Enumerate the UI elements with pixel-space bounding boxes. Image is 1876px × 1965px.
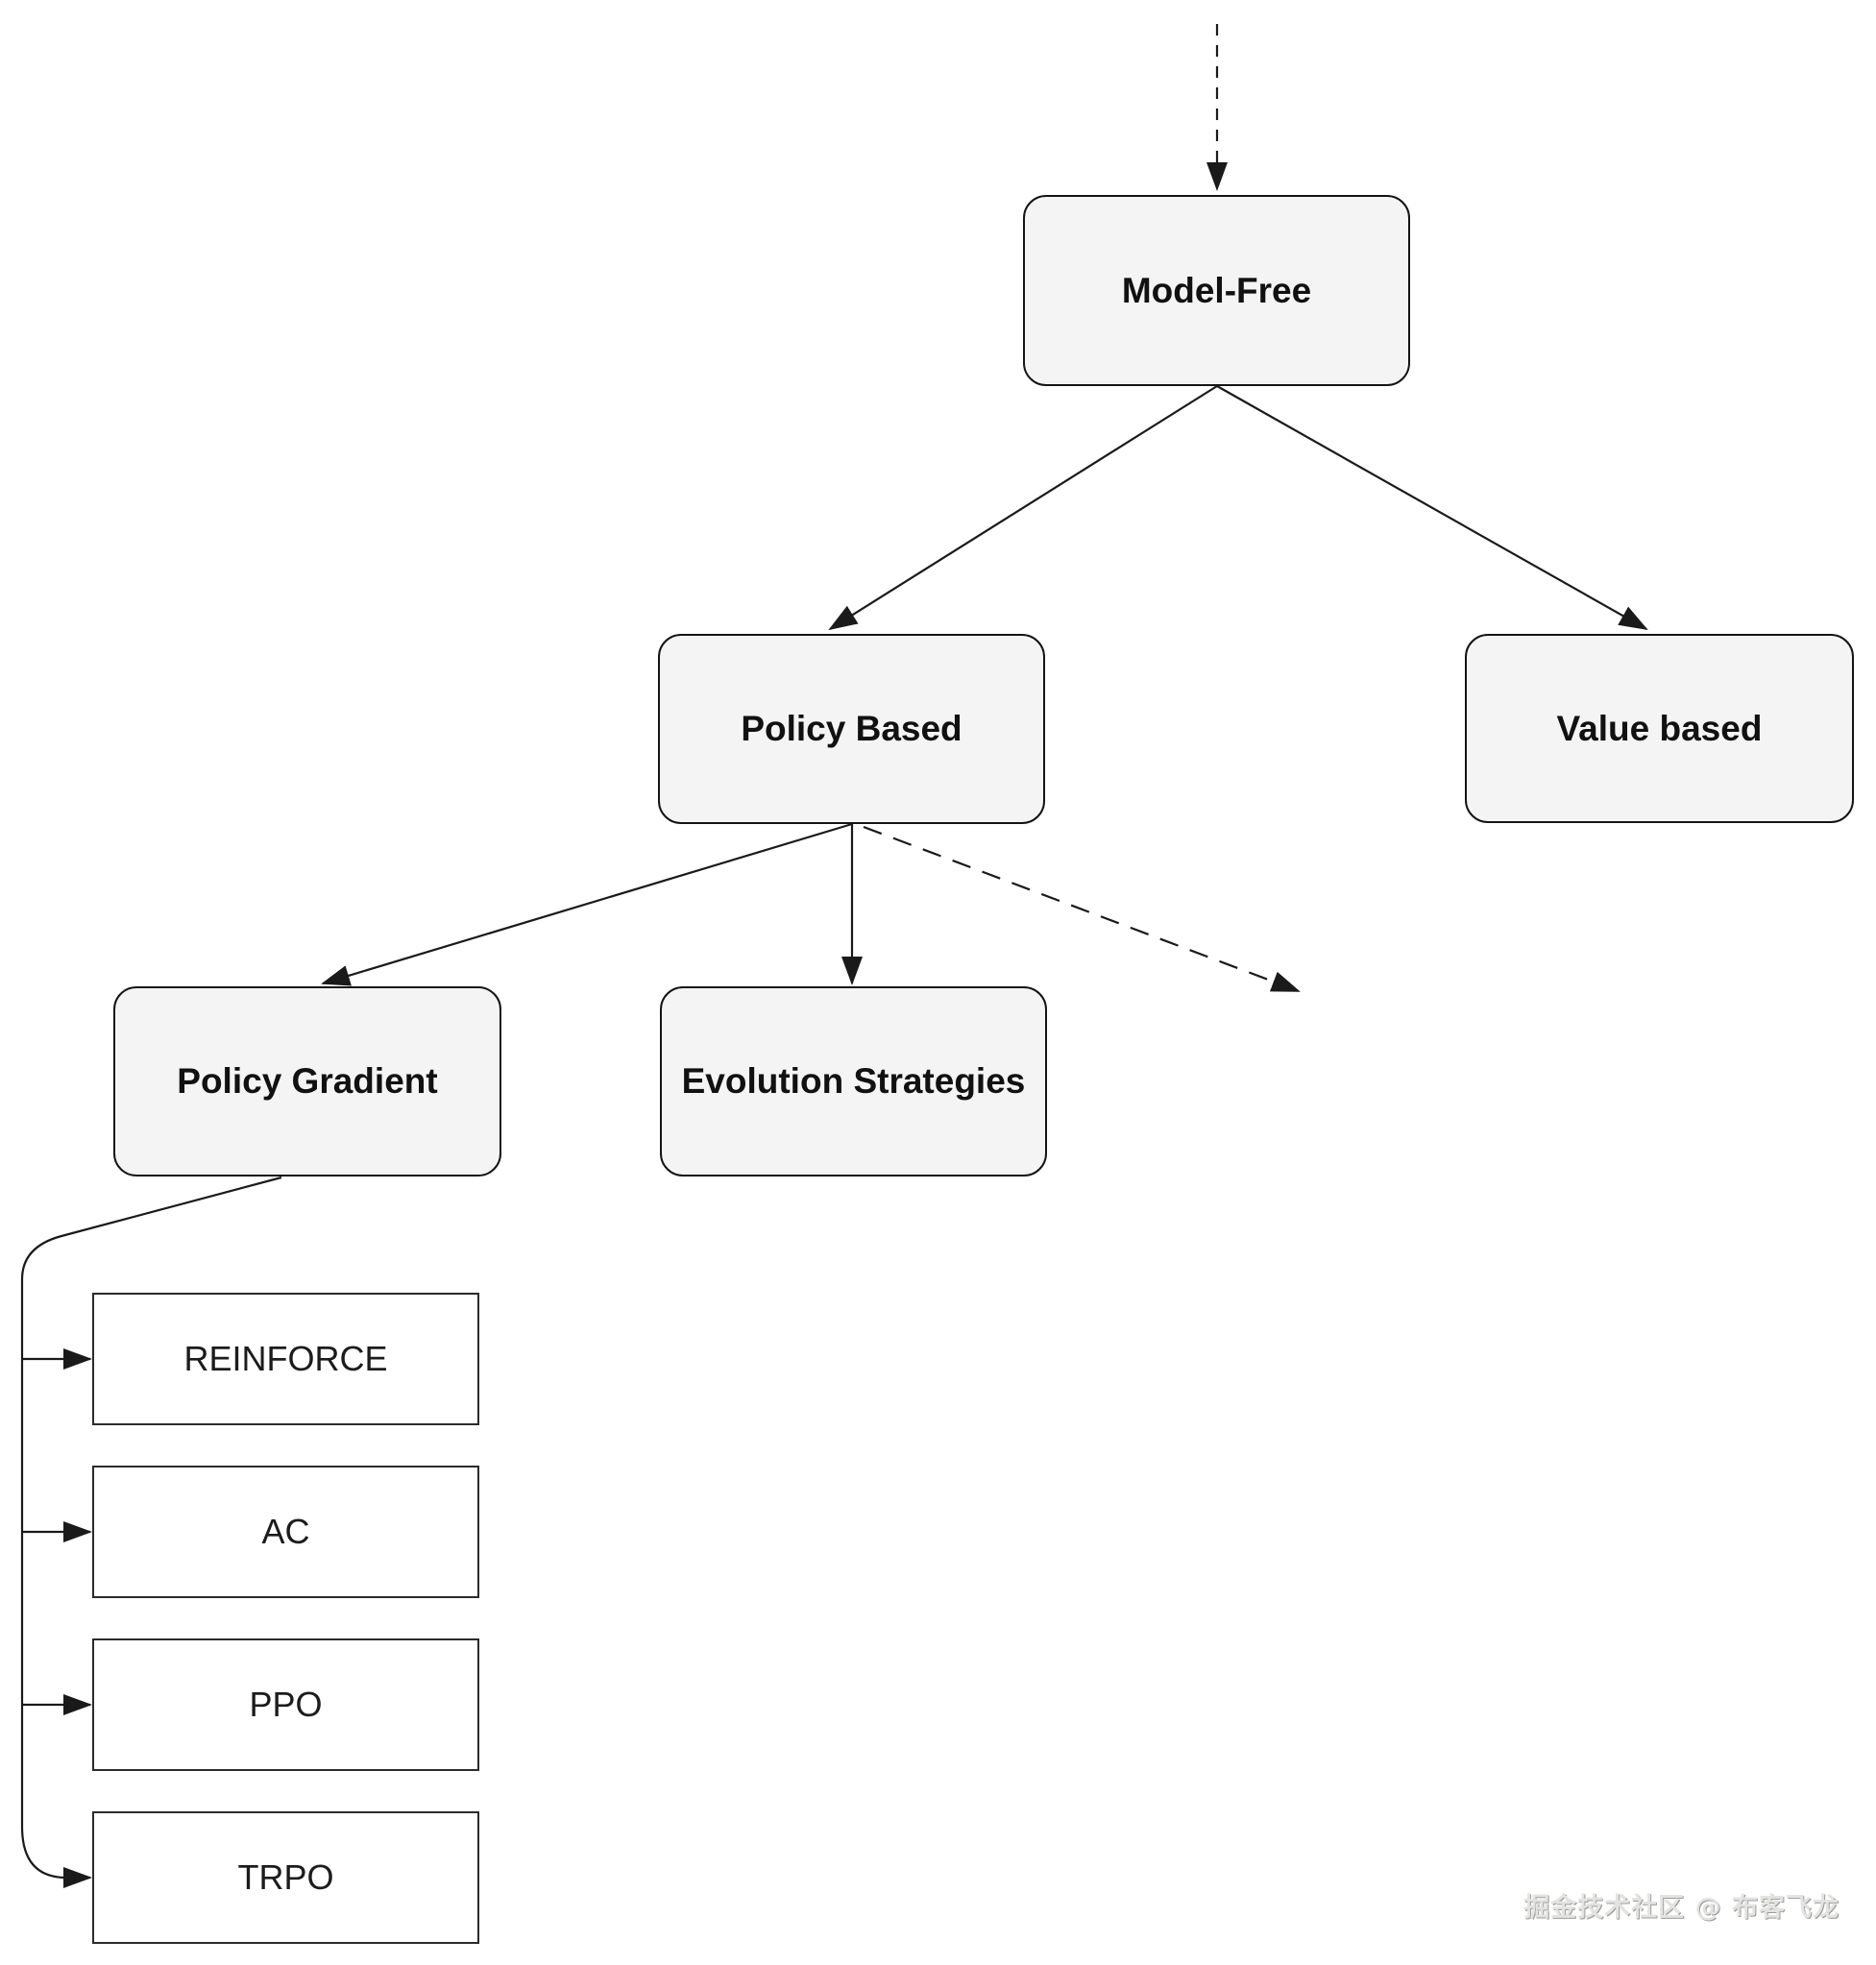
node-evolution-strategies: Evolution Strategies bbox=[660, 986, 1047, 1177]
node-ppo: PPO bbox=[92, 1638, 479, 1771]
node-ac: AC bbox=[92, 1466, 479, 1598]
node-reinforce-label: REINFORCE bbox=[183, 1339, 388, 1378]
edge-policy-gradient-rail-to-trpo bbox=[20, 1176, 282, 1888]
node-ppo-label: PPO bbox=[249, 1685, 323, 1724]
node-reinforce: REINFORCE bbox=[92, 1293, 479, 1425]
node-trpo: TRPO bbox=[92, 1811, 479, 1944]
node-trpo-label: TRPO bbox=[237, 1857, 334, 1897]
edge-model-free-to-value-based bbox=[1216, 385, 1648, 630]
node-model-free: Model-Free bbox=[1023, 195, 1410, 386]
edge-model-free-to-policy-based bbox=[828, 385, 1218, 631]
node-ac-label: AC bbox=[261, 1512, 310, 1551]
node-evolution-strategies-label: Evolution Strategies bbox=[681, 1061, 1026, 1101]
edge-policy-based-dashed-out bbox=[863, 825, 1301, 993]
node-policy-gradient: Policy Gradient bbox=[113, 986, 501, 1177]
node-value-based-label: Value based bbox=[1556, 708, 1763, 748]
node-policy-based: Policy Based bbox=[658, 634, 1045, 824]
node-model-free-label: Model-Free bbox=[1121, 270, 1312, 310]
node-value-based: Value based bbox=[1465, 634, 1854, 823]
node-policy-based-label: Policy Based bbox=[741, 709, 962, 748]
watermark: 掘金技术社区 @ 布客飞龙 bbox=[1523, 1893, 1839, 1923]
edge-policy-based-to-policy-gradient bbox=[321, 822, 853, 986]
node-policy-gradient-label: Policy Gradient bbox=[177, 1061, 438, 1101]
